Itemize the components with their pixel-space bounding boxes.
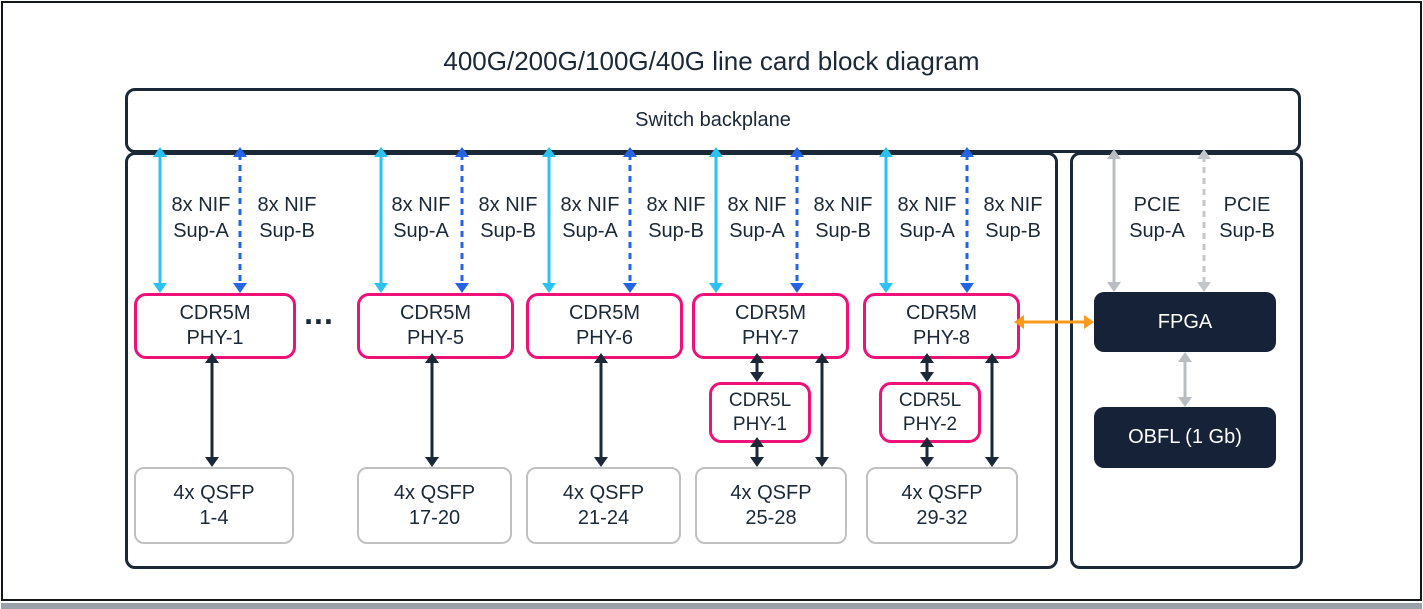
phy7-cdr5l-arrow (750, 353, 764, 382)
phy5-qsfp-arrow (425, 353, 439, 467)
nif-sup-b-arrow-4 (790, 147, 804, 293)
phy1-qsfp-arrow (205, 353, 219, 467)
fpga-box: FPGA (1094, 292, 1276, 352)
nif-sup-a-arrow-5 (879, 147, 893, 293)
nif-sup-a-arrow-2 (374, 147, 388, 293)
nif-sup-b-arrow-3 (623, 147, 637, 293)
switch-backplane-label: Switch backplane (635, 109, 791, 131)
nif-sup-a-arrow-3 (542, 147, 556, 293)
phy8-cdr5l-arrow (920, 353, 934, 382)
pcie-sup-b-arrow (1197, 149, 1211, 292)
nif-sup-b-arrow-2 (455, 147, 469, 293)
cdr5l2-qsfp-arrow (920, 437, 934, 467)
phy8-fpga-arrow (1014, 315, 1094, 329)
phy7-qsfp-arrow (815, 353, 829, 467)
fpga-obfl-arrow (1178, 352, 1192, 407)
phy8-qsfp-arrow (985, 353, 999, 467)
obfl-box: OBFL (1 Gb) (1094, 407, 1276, 468)
cdr5l1-qsfp-arrow (750, 437, 764, 467)
diagram-title: 400G/200G/100G/40G line card block diagr… (443, 46, 980, 76)
switch-backplane-box: Switch backplane (125, 88, 1301, 153)
nif-sup-a-arrow-1 (153, 147, 167, 293)
nif-sup-a-arrow-4 (709, 147, 723, 293)
page-bottom-strip (1, 603, 1422, 609)
nif-sup-b-arrow-1 (233, 147, 247, 293)
ellipsis: ... (304, 295, 334, 331)
pcie-sup-a-arrow (1107, 149, 1121, 292)
nif-sup-b-arrow-5 (960, 147, 974, 293)
phy6-qsfp-arrow (594, 353, 608, 467)
